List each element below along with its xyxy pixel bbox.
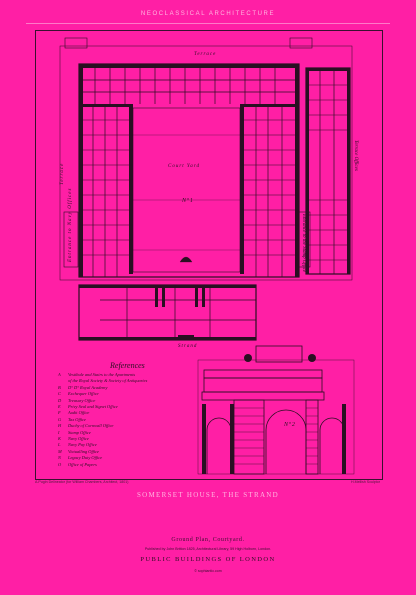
- reference-key: C: [58, 391, 61, 397]
- reference-key: H: [58, 423, 62, 429]
- reference-item: A Vestibule and Stairs to the Apartments: [58, 372, 198, 378]
- reference-text: Navy Pay Office: [68, 442, 97, 448]
- reference-item: E Privy Seal and Signet Office: [58, 404, 198, 410]
- reference-text: Audit Office: [68, 410, 90, 416]
- plate-subtitle: Ground Plan, Courtyard.: [171, 537, 245, 543]
- reference-item: L Navy Pay Office: [58, 442, 198, 448]
- delineator-credit: A.Pugin Delineator (for William Chambers…: [35, 480, 129, 484]
- reference-text: Privy Seal and Signet Office: [68, 404, 118, 410]
- plate-title: Somerset House, the Strand: [136, 491, 280, 499]
- reference-item: C Exchequer Office: [58, 391, 198, 397]
- reference-item: N Legacy Duty Office: [58, 455, 198, 461]
- reference-key: M: [58, 448, 62, 454]
- reference-key: N: [58, 455, 61, 461]
- reference-item: G Tax Office: [58, 417, 198, 423]
- terrace-top-label: Terrace: [194, 52, 217, 57]
- reference-item: O Office of Papers: [58, 462, 198, 468]
- reference-item: K Navy Office: [58, 436, 198, 442]
- reference-text: D° D° Royal Academy: [68, 384, 108, 390]
- header-rule: [26, 23, 390, 24]
- sculptor-credit: H.Mellish Sculptor: [351, 480, 380, 484]
- reference-key: A: [58, 372, 61, 377]
- reference-key: D: [58, 397, 62, 403]
- reference-item: M Victualling Office: [58, 449, 198, 455]
- reference-item: H Duchy of Cornwall Office: [58, 423, 198, 429]
- reference-item: of the Royal Society & Society of Antiqu…: [58, 378, 198, 384]
- reference-key: F: [58, 410, 61, 416]
- reference-key: O: [58, 461, 62, 467]
- navy-entrance-note: Entrance to Navy Offices: [68, 187, 73, 262]
- reference-text: Treasury Office: [68, 397, 96, 403]
- reference-text: Tax Office: [68, 416, 87, 422]
- reference-text: Victualling Office: [68, 448, 100, 454]
- terrace-left-label: Terrace: [60, 162, 65, 185]
- reference-key: K: [58, 436, 61, 442]
- reference-key: B: [58, 384, 61, 390]
- strand-label: Strand: [178, 344, 198, 349]
- elevation-number: Nº2: [284, 422, 296, 428]
- series-name: Public Buildings of London: [140, 556, 276, 563]
- reference-key: E: [58, 404, 61, 410]
- reference-text: Exchequer Office: [68, 391, 99, 397]
- stamp-entrance-note: Entrance to the Stamp Office: [301, 214, 306, 273]
- publisher-line: Published by John Britton 1825, Architec…: [144, 547, 272, 551]
- court-yard-label: Court Yard: [168, 164, 201, 169]
- reference-key: I: [58, 429, 60, 435]
- series-header: Neoclassical Architecture: [140, 11, 276, 17]
- main-block-outline: [78, 63, 300, 278]
- website-credit: © sophiantic.com: [194, 569, 222, 573]
- courtyard-outline: [132, 107, 241, 273]
- plan-number: Nº1: [182, 198, 194, 204]
- reference-item: I Stamp Office: [58, 430, 198, 436]
- reference-text: of the Royal Society & Society of Antiqu…: [68, 378, 148, 384]
- references-title: References: [110, 361, 145, 370]
- reference-item: F Audit Office: [58, 410, 198, 416]
- east-wing-outline: [305, 67, 351, 275]
- terrace-offices-label: Terrace Offices: [353, 140, 358, 171]
- reference-text: Stamp Office: [68, 429, 91, 435]
- reference-text: Office of Papers: [68, 461, 97, 467]
- reference-text: Duchy of Cornwall Office: [68, 423, 114, 429]
- reference-item: D Treasury Office: [58, 398, 198, 404]
- reference-text: Vestibule and Stairs to the Apartments: [68, 372, 136, 377]
- plate-frame: [35, 30, 383, 480]
- strand-block-outline: [78, 284, 257, 341]
- reference-key: L: [58, 442, 61, 448]
- reference-text: Legacy Duty Office: [68, 455, 103, 461]
- reference-text: Navy Office: [68, 436, 89, 442]
- reference-item: B D° D° Royal Academy: [58, 385, 198, 391]
- reference-key: G: [58, 416, 62, 422]
